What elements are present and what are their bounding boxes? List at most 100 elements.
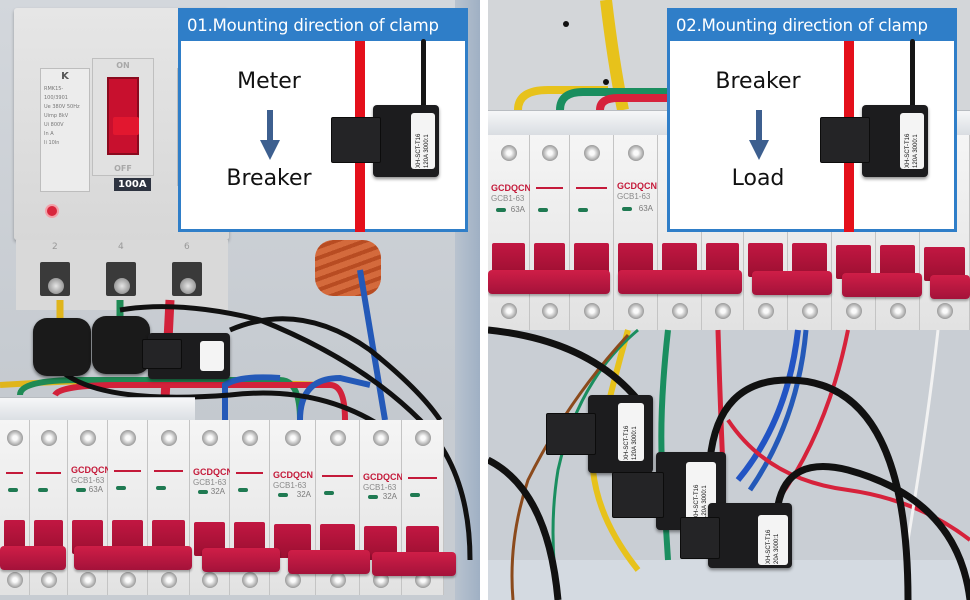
ct-tag-model: XH-SCT-T16	[624, 425, 630, 460]
black-ct-lead	[229, 316, 443, 422]
breaker-tie-bar	[202, 548, 280, 572]
red-wire	[52, 382, 348, 421]
mccb-model: RMK15-100/3901	[44, 86, 68, 101]
ct-jaw	[680, 517, 720, 559]
ct-tag-spec: 120A 3000:1	[632, 426, 638, 460]
breaker-model: GCB1-63	[193, 478, 227, 487]
mccb-spec-line: Uimp 8kV	[44, 113, 69, 119]
ct-tag: XH-SCT-T16 20A 3000:1	[758, 515, 788, 565]
black-ct-lead	[119, 304, 473, 561]
ct-tag-model: XH-SCT-T16	[416, 133, 422, 168]
breaker-rating: 63A	[638, 204, 653, 213]
ct-tag-model: XH-SCT-T16	[905, 133, 911, 168]
mccb-spec-label: K RMK15-100/3901 Ue 380V 50Hz Uimp 8kV U…	[40, 68, 90, 192]
direction-to-label: Load	[731, 166, 785, 191]
black-ct-lead	[488, 326, 641, 403]
mounting-hole	[603, 79, 609, 85]
terminal-number: 4	[118, 242, 124, 252]
breaker-row-left: GCDQCN GCB1-63 63A GCDQCN GCB1-63 32A GC…	[0, 420, 456, 600]
ct-clamp-installed	[142, 333, 230, 379]
red-wire	[596, 94, 688, 111]
ct-tag-model: XH-SCT-T16	[694, 484, 700, 519]
indicator-lamp	[45, 204, 59, 218]
mccb-spec-line: Ui 800V	[44, 122, 64, 128]
breaker-brand: GCDQCN	[617, 181, 657, 191]
callout-title: 01.Mounting direction of clamp	[181, 11, 465, 41]
mccb-handle	[107, 77, 139, 155]
off-label: OFF	[114, 164, 132, 173]
blue-wire	[297, 374, 371, 421]
ct-jaw	[331, 117, 381, 163]
wiring-left	[0, 269, 473, 561]
breaker-led	[278, 493, 288, 497]
ct-tag: XH-SCT-T16 120A 3000:1	[411, 113, 435, 169]
yellow-wire	[514, 86, 608, 111]
breaker-model: GCB1-63	[273, 481, 307, 490]
breaker-rating: 32A	[210, 487, 225, 496]
mounting-hole	[563, 21, 569, 27]
blue-wire	[735, 329, 801, 482]
red-wire	[715, 329, 726, 471]
breaker-brand: GCDQCN	[491, 183, 531, 193]
breaker-tie-bar	[842, 273, 922, 297]
ct-lead-wire	[421, 39, 426, 121]
ct-tag-spec: 120A 3000:1	[913, 134, 919, 168]
breaker-tie-bar	[752, 271, 832, 295]
mccb-spec-line: In A	[44, 131, 54, 137]
mccb-spec-line: Ue 380V 50Hz	[44, 104, 80, 110]
ferrite-core	[92, 316, 150, 374]
breaker-tie-bar	[372, 552, 456, 576]
green-wire	[556, 88, 688, 111]
mcb-breaker-63a: GCDQCN GCB1-63 63A	[488, 135, 531, 330]
ct-tag	[200, 341, 224, 371]
direction-from-label: Meter	[237, 69, 301, 94]
breaker-model: GCB1-63	[617, 192, 651, 201]
breaker-brand: GCDQCN	[71, 465, 111, 475]
mccb-spec-line: Ii 10In	[44, 140, 60, 146]
blue-wire	[222, 374, 281, 420]
black-ct-lead	[706, 376, 912, 600]
ct-lead-wire	[910, 39, 915, 121]
arrow-down-icon	[749, 110, 769, 160]
ct-tag-spec: 120A 3000:1	[424, 134, 430, 168]
direction-to-label: Breaker	[226, 166, 312, 191]
ct-clamp-diagram: XH-SCT-T16 120A 3000:1	[820, 105, 928, 177]
breaker-tie-bar	[288, 550, 370, 574]
ct-jaw	[546, 413, 596, 455]
ct-jaw	[612, 472, 664, 518]
ct-tag: XH-SCT-T16 120A 3000:1	[618, 403, 644, 461]
callout-title: 02.Mounting direction of clamp	[670, 11, 954, 41]
direction-from-label: Breaker	[715, 69, 801, 94]
breaker-brand: GCDQCN	[363, 472, 403, 482]
breaker-model: GCB1-63	[71, 476, 105, 485]
brown-wire	[510, 333, 630, 600]
wiring-right-top	[514, 0, 688, 112]
ct-jaw	[142, 339, 182, 369]
breaker-led	[198, 490, 208, 494]
breaker-led	[496, 208, 506, 212]
ct-tag: XH-SCT-T16 120A 3000:1	[900, 113, 924, 169]
breaker-rating: 32A	[296, 490, 311, 499]
breaker-brand: GCDQCN	[273, 470, 313, 480]
terminal-screw	[48, 278, 64, 294]
mccb-logo: K	[61, 71, 69, 82]
breaker-model: GCB1-63	[363, 483, 397, 492]
terminal-screw	[180, 278, 196, 294]
arrow-down-icon	[260, 110, 280, 160]
ct-tag-model: XH-SCT-T16	[766, 529, 772, 564]
white-wire	[906, 329, 940, 541]
ct-clamp-installed: XH-SCT-T16 120A 3000:1	[546, 395, 653, 473]
mccb-terminal-block: 2 4 6	[16, 240, 228, 310]
breaker-rating: 32A	[382, 492, 397, 501]
breaker-led	[76, 488, 86, 492]
breaker-led	[622, 207, 632, 211]
panel-divider	[480, 0, 488, 600]
breaker-rating: 63A	[88, 485, 103, 494]
blue-wire	[747, 329, 809, 492]
mccb-switch: ON OFF	[92, 58, 154, 176]
left-photo-panel: K RMK15-100/3901 Ue 380V 50Hz Uimp 8kV U…	[0, 0, 480, 600]
breaker-tie-bar	[488, 270, 610, 294]
ct-tag-spec: 20A 3000:1	[774, 533, 780, 564]
ct-clamp-installed: XH-SCT-T16 20A 3000:1	[680, 503, 792, 568]
mccb-rating-badge: 100A	[114, 178, 151, 191]
